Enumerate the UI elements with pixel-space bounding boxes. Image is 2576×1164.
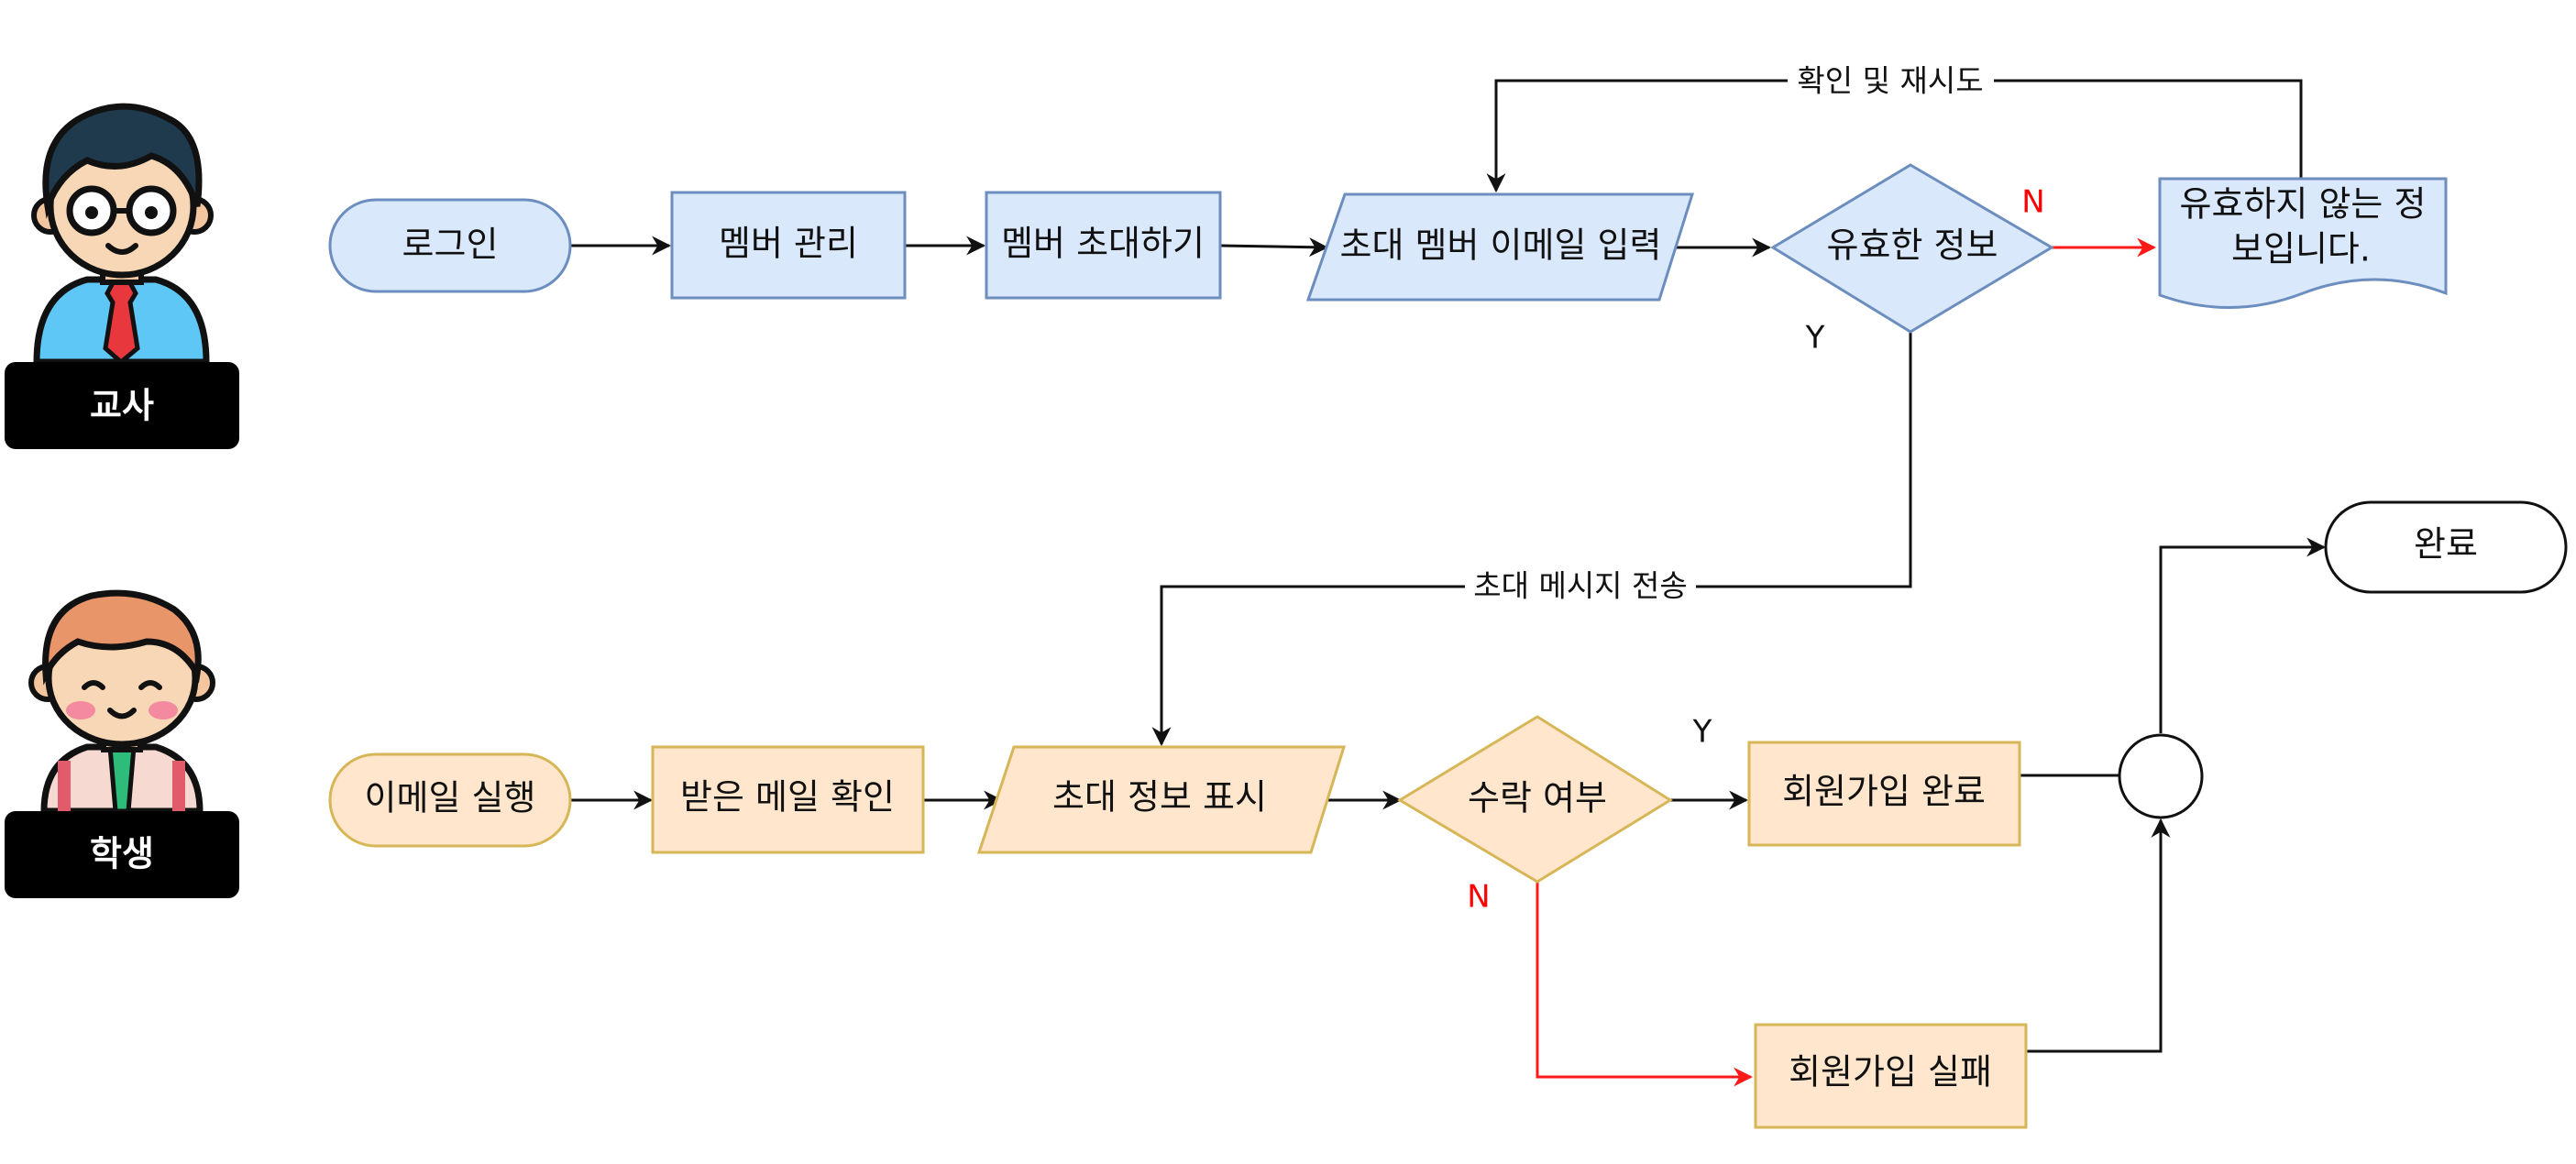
- send-invite-label: 초대 메시지 전송: [1473, 568, 1688, 604]
- invalid-doc-line2: 보입니다.: [2231, 229, 2371, 269]
- teacher-label: 교사: [90, 386, 154, 426]
- join-fail-node: [1754, 1023, 2028, 1129]
- teacher-avatar-icon: [31, 103, 214, 366]
- student-label: 학생: [90, 834, 154, 874]
- edge-join-fail-to-merge: [2026, 818, 2171, 1053]
- student-label-box: [5, 811, 239, 898]
- edge-invite-to-email-input: [1219, 237, 1329, 258]
- member-manage-label: 멤버 관리: [719, 224, 858, 264]
- valid-yes-label: Y: [1805, 320, 1825, 357]
- invalid-doc-node: [2158, 177, 2448, 309]
- member-manage-node: [670, 191, 907, 300]
- student-edges: [570, 537, 2327, 1087]
- valid-check-label: 유효한 정보: [1827, 225, 1998, 266]
- run-email-node: [328, 752, 572, 848]
- student-nodes: 이메일 실행 받은 메일 확인 초대 정보 표시 수락 여부 회원가입 완료 회…: [328, 500, 2568, 1129]
- teacher-label-box: [5, 362, 239, 449]
- student-actor: 학생: [5, 589, 239, 898]
- merge-node: [2118, 733, 2204, 819]
- valid-no-label: N: [2021, 184, 2044, 221]
- complete-label: 완료: [2414, 524, 2478, 565]
- show-invite-label: 초대 정보 표시: [1052, 777, 1267, 818]
- valid-check-node: [1770, 163, 2054, 334]
- edge-accept-no-to-join-fail: [1536, 882, 1754, 1087]
- email-input-label: 초대 멤버 이메일 입력: [1340, 225, 1662, 266]
- teacher-edges: [570, 79, 2303, 747]
- teacher-nodes: 로그인 멤버 관리 멤버 초대하기 초대 멤버 이메일 입력 유효한 정보 유효…: [328, 163, 2448, 334]
- student-avatar-icon: [28, 589, 215, 815]
- check-mail-node: [651, 745, 925, 854]
- join-done-node: [1747, 741, 2021, 847]
- accept-check-node: [1397, 715, 1673, 884]
- edge-valid-yes-to-show-invite: [1151, 332, 1912, 747]
- check-mail-label: 받은 메일 확인: [680, 777, 895, 818]
- run-email-label: 이메일 실행: [365, 778, 536, 818]
- edge-merge-to-complete: [2159, 537, 2327, 733]
- join-fail-label: 회원가입 실패: [1789, 1052, 1992, 1093]
- accept-check-label: 수락 여부: [1468, 778, 1607, 818]
- accept-yes-label: Y: [1692, 714, 1712, 751]
- accept-no-label: N: [1467, 879, 1490, 916]
- send-invite-label-bg: [1465, 568, 1696, 607]
- login-node: [328, 198, 572, 293]
- retry-label: 확인 및 재시도: [1797, 63, 1983, 99]
- email-input-node: [1305, 192, 1695, 302]
- invite-member-label: 멤버 초대하기: [1001, 224, 1205, 264]
- login-label: 로그인: [402, 225, 499, 265]
- invalid-doc-line1: 유효하지 않는 정: [2180, 184, 2427, 225]
- show-invite-node: [976, 745, 1347, 854]
- invite-member-node: [985, 191, 1222, 300]
- join-done-label: 회원가입 완료: [1782, 772, 1986, 812]
- complete-node: [2324, 500, 2568, 594]
- retry-label-bg: [1788, 62, 1994, 101]
- teacher-actor: 교사: [5, 103, 239, 449]
